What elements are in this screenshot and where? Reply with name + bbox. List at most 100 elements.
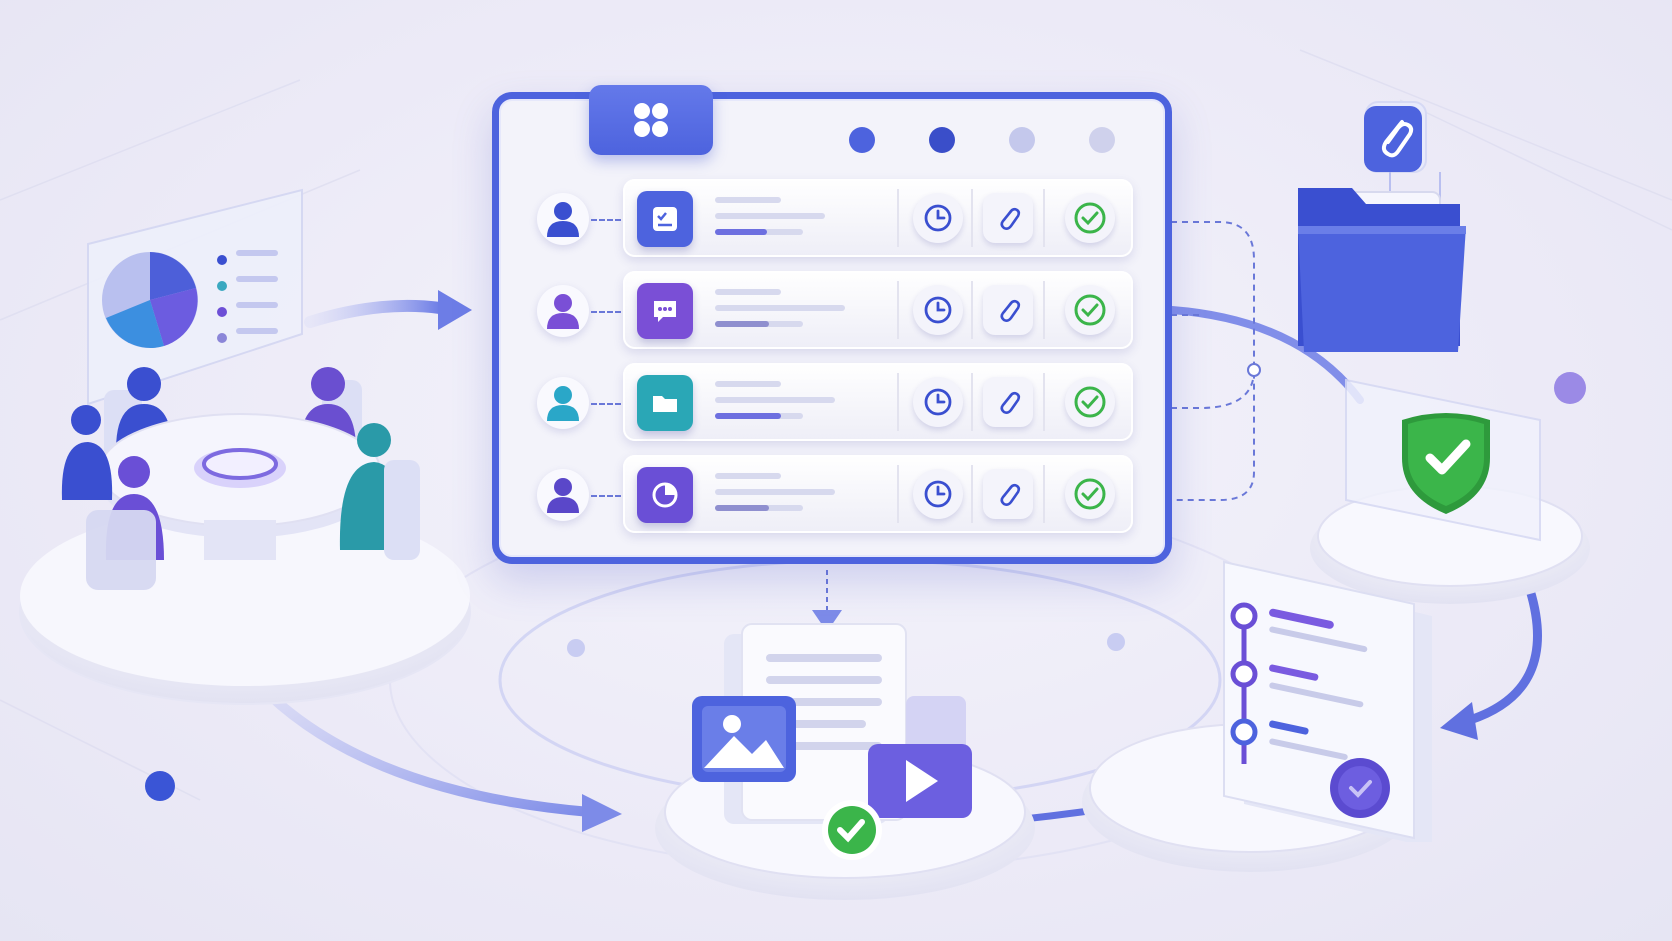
row-connector (591, 495, 621, 497)
user-icon (547, 202, 579, 237)
attachment-button[interactable] (983, 285, 1033, 335)
divider (971, 189, 973, 247)
divider (1043, 189, 1045, 247)
indicator-dot[interactable] (849, 127, 875, 153)
progress-bar-fill (715, 229, 767, 235)
avatar (537, 377, 589, 429)
four-dots-grid-icon (634, 103, 668, 137)
user-icon (547, 386, 579, 421)
pie-chart-icon (102, 252, 198, 348)
text-placeholder (715, 489, 835, 495)
complete-button[interactable] (1065, 377, 1115, 427)
complete-button[interactable] (1065, 285, 1115, 335)
user-icon (547, 294, 579, 329)
play-icon (868, 744, 972, 818)
task-card[interactable] (623, 455, 1133, 533)
progress-bar-fill (715, 413, 781, 419)
avatar (537, 285, 589, 337)
progress-bar-fill (715, 505, 769, 511)
paperclip-icon (1000, 207, 1021, 230)
window-indicator-dots (849, 127, 1115, 153)
indicator-dot[interactable] (929, 127, 955, 153)
attachment-button[interactable] (983, 377, 1033, 427)
text-placeholder (715, 213, 825, 219)
task-row[interactable] (499, 455, 1165, 537)
divider (971, 373, 973, 431)
task-card[interactable] (623, 179, 1133, 257)
divider (1043, 373, 1045, 431)
schedule-button[interactable] (913, 469, 963, 519)
folder-icon (653, 396, 677, 412)
clock-icon (924, 204, 952, 232)
divider (1043, 281, 1045, 339)
divider (1043, 465, 1045, 523)
task-type-badge (637, 467, 693, 523)
avatar (537, 469, 589, 521)
progress-bar-fill (715, 321, 769, 327)
text-placeholder (715, 305, 845, 311)
shield-check-icon (1402, 413, 1490, 514)
task-card[interactable] (623, 363, 1133, 441)
check-circle-icon (1074, 202, 1106, 234)
complete-button[interactable] (1065, 469, 1115, 519)
timeline-document (1223, 560, 1432, 842)
complete-button[interactable] (1065, 193, 1115, 243)
paperclip-icon (1000, 483, 1021, 506)
document-folder (1298, 101, 1466, 352)
schedule-button[interactable] (913, 193, 963, 243)
image-icon (692, 696, 796, 782)
divider (897, 281, 899, 339)
person-figure (61, 405, 113, 500)
checklist-icon (653, 207, 677, 231)
divider (971, 465, 973, 523)
paperclip-icon (1000, 391, 1021, 414)
task-dashboard-window (492, 85, 1172, 564)
schedule-button[interactable] (913, 285, 963, 335)
presentation-board (87, 188, 303, 406)
text-placeholder (715, 197, 781, 203)
paperclip-icon (1364, 106, 1422, 172)
check-circle-icon (1074, 386, 1106, 418)
task-row[interactable] (499, 179, 1165, 261)
user-icon (547, 478, 579, 513)
task-card[interactable] (623, 271, 1133, 349)
task-type-badge (637, 283, 693, 339)
text-placeholder (715, 397, 835, 403)
avatar (537, 193, 589, 245)
clock-icon (924, 388, 952, 416)
security-shield (1345, 378, 1541, 542)
task-row[interactable] (499, 363, 1165, 445)
task-type-badge (637, 191, 693, 247)
task-type-badge (637, 375, 693, 431)
text-placeholder (715, 473, 781, 479)
attachment-button[interactable] (983, 469, 1033, 519)
seal-badge-icon (1330, 758, 1390, 818)
row-connector (591, 219, 621, 221)
check-circle-icon (1074, 478, 1106, 510)
divider (897, 465, 899, 523)
divider (897, 373, 899, 431)
window-header-tab[interactable] (589, 85, 713, 155)
attachment-button[interactable] (983, 193, 1033, 243)
text-placeholder (715, 381, 781, 387)
media-files (692, 623, 972, 860)
chat-icon (654, 301, 676, 322)
clock-icon (924, 480, 952, 508)
row-connector (591, 311, 621, 313)
pie-chart-icon (652, 482, 678, 508)
timeline-icon (1230, 602, 1258, 764)
divider (971, 281, 973, 339)
indicator-dot[interactable] (1009, 127, 1035, 153)
paperclip-icon (1000, 299, 1021, 322)
check-circle-icon (822, 800, 882, 860)
schedule-button[interactable] (913, 377, 963, 427)
text-placeholder (715, 289, 781, 295)
task-row[interactable] (499, 271, 1165, 353)
divider (897, 189, 899, 247)
check-circle-icon (1074, 294, 1106, 326)
row-connector (591, 403, 621, 405)
indicator-dot[interactable] (1089, 127, 1115, 153)
clock-icon (924, 296, 952, 324)
meeting-table-scene (61, 367, 420, 590)
